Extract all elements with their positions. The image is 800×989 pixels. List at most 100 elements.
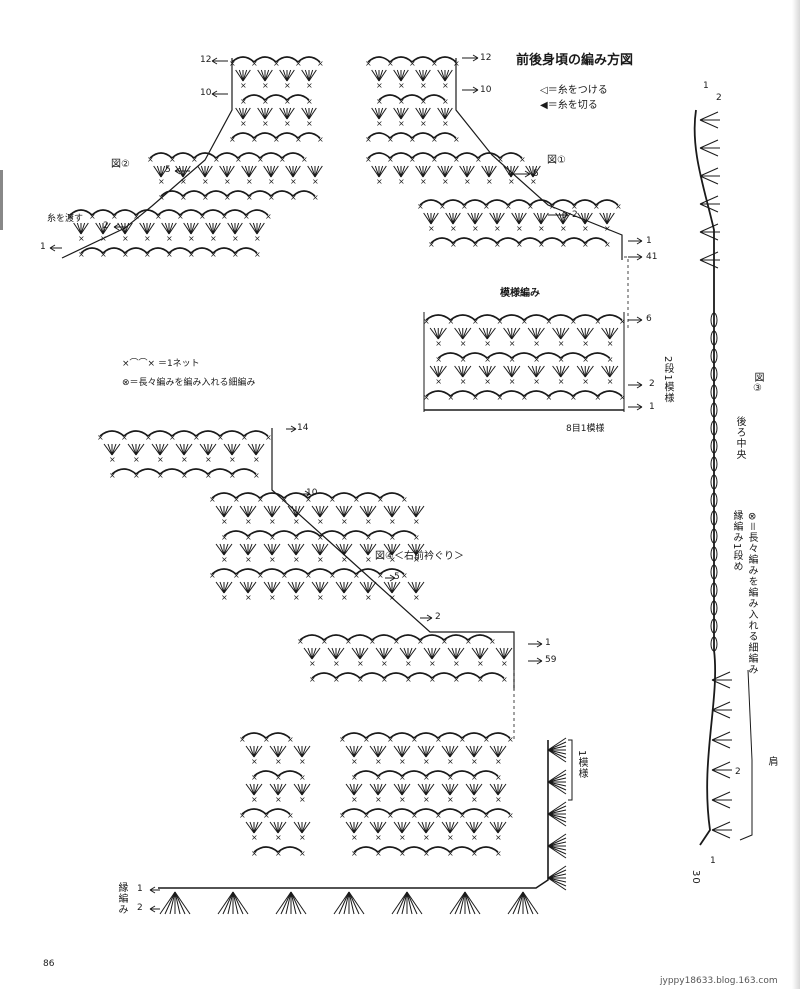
svg-text:×: × bbox=[420, 177, 427, 186]
svg-text:×: × bbox=[269, 517, 276, 526]
svg-text:×: × bbox=[483, 735, 490, 744]
fig4-diagonal-block: ××××××××××××××××××××××××××××××××××××××××… bbox=[209, 492, 425, 602]
svg-text:×: × bbox=[181, 471, 188, 480]
row-arrow bbox=[113, 223, 125, 231]
svg-text:×: × bbox=[393, 637, 400, 646]
pattern-row-label-1: 1 bbox=[649, 402, 655, 412]
svg-text:×: × bbox=[484, 339, 491, 348]
edging-shells bbox=[159, 737, 567, 915]
svg-text:×: × bbox=[191, 155, 198, 164]
svg-text:×: × bbox=[377, 571, 384, 580]
svg-text:×: × bbox=[399, 833, 406, 842]
svg-text:×: × bbox=[217, 433, 224, 442]
svg-text:×: × bbox=[122, 234, 129, 243]
svg-text:×: × bbox=[399, 849, 406, 858]
svg-text:×: × bbox=[122, 250, 129, 259]
svg-text:×: × bbox=[429, 675, 436, 684]
svg-text:×: × bbox=[329, 571, 336, 580]
svg-text:×: × bbox=[471, 795, 478, 804]
row-arrow bbox=[286, 425, 297, 433]
svg-text:×: × bbox=[472, 393, 479, 402]
svg-text:×: × bbox=[341, 533, 348, 542]
svg-text:×: × bbox=[507, 811, 514, 820]
svg-text:×: × bbox=[508, 177, 515, 186]
svg-text:×: × bbox=[375, 757, 382, 766]
svg-text:×: × bbox=[233, 571, 240, 580]
svg-text:×: × bbox=[615, 202, 622, 211]
svg-text:×: × bbox=[423, 757, 430, 766]
svg-text:×: × bbox=[353, 495, 360, 504]
svg-text:×: × bbox=[420, 81, 427, 90]
svg-text:×: × bbox=[333, 659, 340, 668]
svg-text:×: × bbox=[546, 393, 553, 402]
svg-text:×: × bbox=[339, 811, 346, 820]
svg-text:×: × bbox=[273, 135, 280, 144]
svg-text:×: × bbox=[169, 155, 176, 164]
page-number: 86 bbox=[43, 959, 55, 969]
svg-text:×: × bbox=[389, 533, 396, 542]
svg-text:×: × bbox=[109, 471, 116, 480]
svg-text:×: × bbox=[423, 849, 430, 858]
svg-text:×: × bbox=[460, 339, 467, 348]
svg-text:×: × bbox=[448, 393, 455, 402]
svg-text:×: × bbox=[299, 757, 306, 766]
svg-text:×: × bbox=[423, 393, 430, 402]
svg-text:×: × bbox=[240, 97, 247, 106]
svg-text:×: × bbox=[582, 224, 589, 233]
row-arrow bbox=[628, 403, 643, 411]
svg-text:×: × bbox=[293, 555, 300, 564]
fig4-row-label-14: 14 bbox=[297, 423, 309, 433]
svg-text:×: × bbox=[495, 757, 502, 766]
svg-text:×: × bbox=[317, 593, 324, 602]
svg-text:×: × bbox=[229, 135, 236, 144]
svg-text:×: × bbox=[312, 177, 319, 186]
fig1-base-block: ×××××××××××××××××××××××××××× bbox=[417, 199, 622, 249]
pattern-row-label-6: 6 bbox=[646, 314, 652, 324]
svg-text:×: × bbox=[453, 155, 460, 164]
svg-text:×: × bbox=[377, 495, 384, 504]
svg-text:×: × bbox=[431, 135, 438, 144]
svg-text:×: × bbox=[351, 833, 358, 842]
svg-text:×: × bbox=[461, 202, 468, 211]
svg-text:×: × bbox=[447, 795, 454, 804]
svg-text:×: × bbox=[423, 795, 430, 804]
row-arrow bbox=[385, 574, 396, 582]
svg-text:×: × bbox=[299, 833, 306, 842]
repeat-bracket bbox=[568, 739, 573, 801]
svg-text:×: × bbox=[297, 637, 304, 646]
svg-text:×: × bbox=[229, 455, 236, 464]
svg-text:×: × bbox=[305, 571, 312, 580]
svg-text:×: × bbox=[435, 339, 442, 348]
svg-text:×: × bbox=[309, 675, 316, 684]
row-arrow bbox=[528, 657, 543, 665]
svg-text:×: × bbox=[431, 155, 438, 164]
svg-text:×: × bbox=[351, 795, 358, 804]
svg-text:×: × bbox=[582, 240, 589, 249]
svg-text:×: × bbox=[209, 495, 216, 504]
svg-text:×: × bbox=[180, 193, 187, 202]
svg-text:×: × bbox=[205, 471, 212, 480]
edging-row-label-1: 1 bbox=[137, 884, 143, 894]
fig2-row-label-10: 10 bbox=[200, 88, 212, 98]
svg-text:×: × bbox=[398, 119, 405, 128]
svg-text:×: × bbox=[431, 59, 438, 68]
svg-text:×: × bbox=[381, 659, 388, 668]
svg-text:×: × bbox=[435, 735, 442, 744]
svg-text:×: × bbox=[78, 250, 85, 259]
svg-text:×: × bbox=[109, 455, 116, 464]
svg-text:×: × bbox=[593, 202, 600, 211]
row-arrow bbox=[628, 253, 643, 261]
svg-text:×: × bbox=[505, 202, 512, 211]
fig4-row-label-10: 10 bbox=[306, 488, 318, 498]
svg-text:×: × bbox=[484, 355, 491, 364]
svg-text:×: × bbox=[221, 593, 228, 602]
svg-text:×: × bbox=[317, 59, 324, 68]
svg-text:×: × bbox=[538, 240, 545, 249]
svg-text:×: × bbox=[221, 555, 228, 564]
row-arrow bbox=[149, 886, 160, 894]
svg-text:×: × bbox=[240, 119, 247, 128]
svg-text:×: × bbox=[157, 455, 164, 464]
svg-text:×: × bbox=[521, 317, 528, 326]
fig4-row-label-1: 1 bbox=[545, 638, 551, 648]
svg-text:×: × bbox=[429, 659, 436, 668]
